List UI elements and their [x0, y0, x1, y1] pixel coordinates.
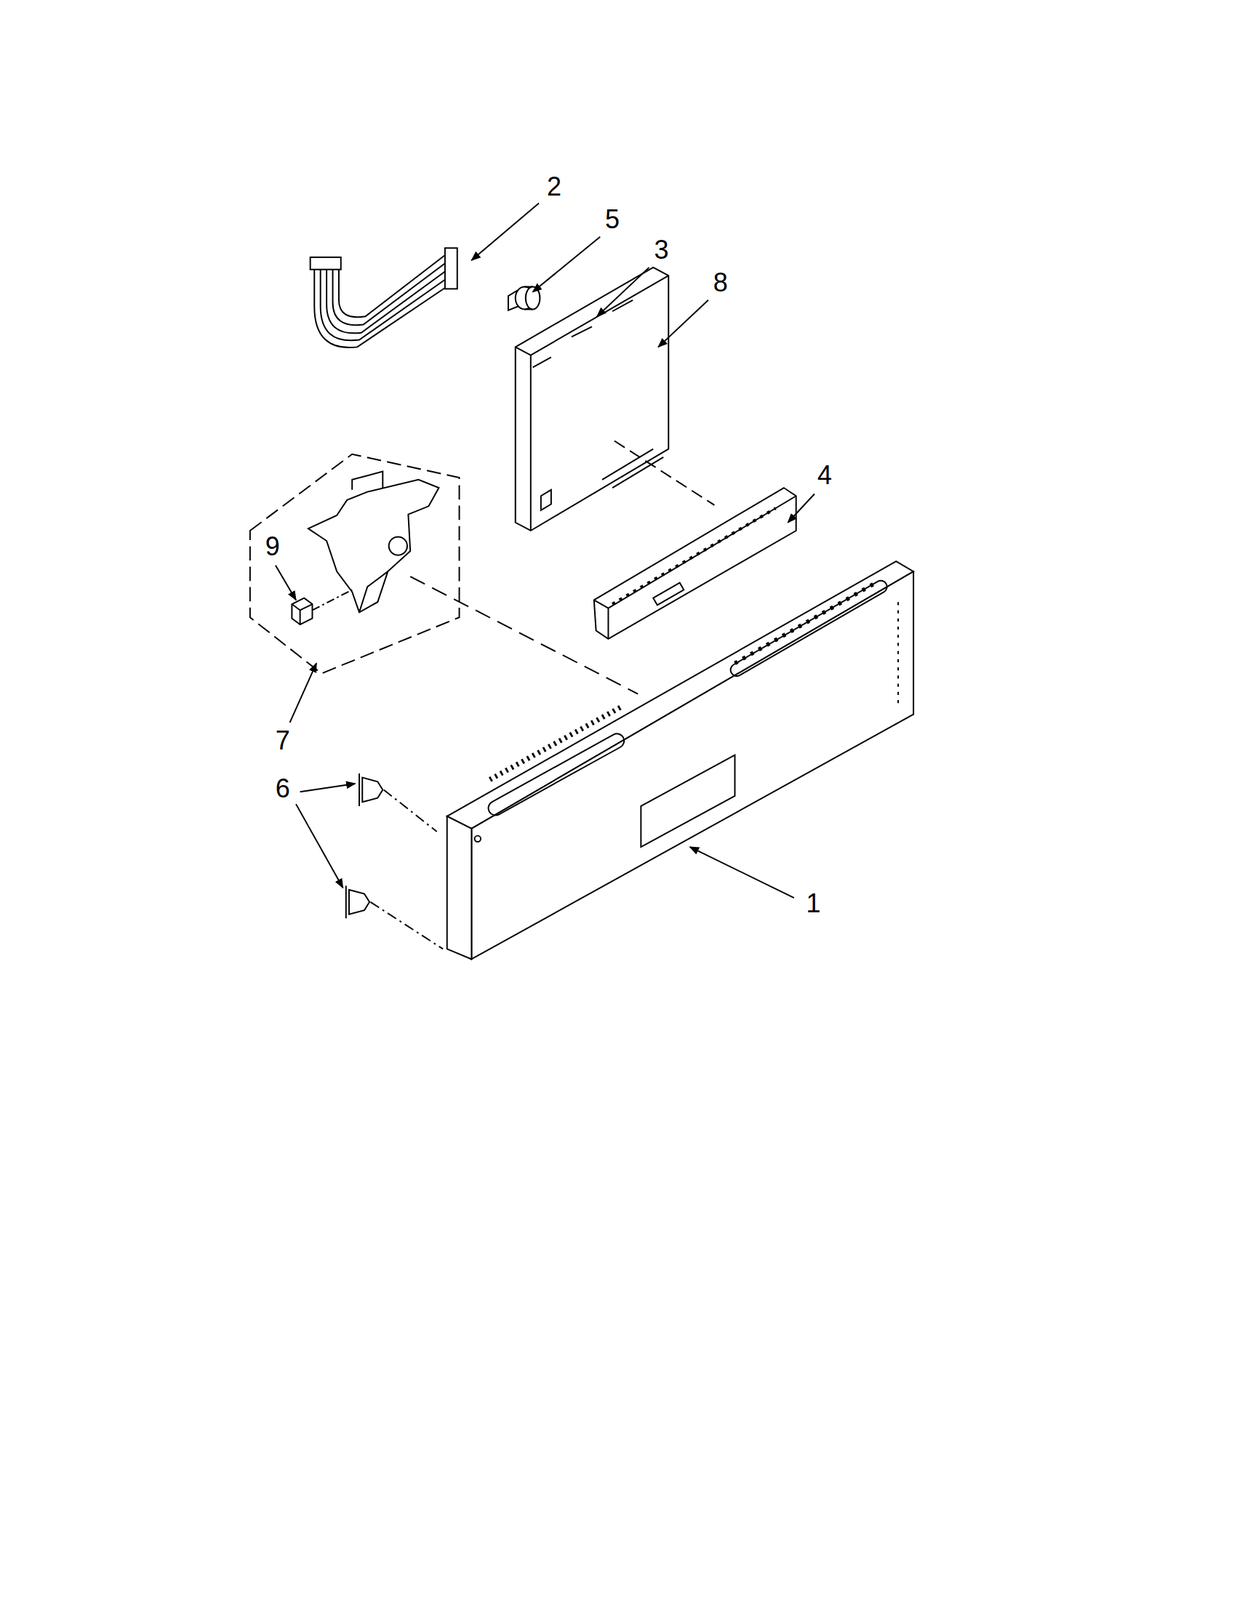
assembly-line — [383, 789, 438, 832]
callout-number: 9 — [265, 533, 280, 560]
assembly-group-outline — [250, 454, 460, 675]
ribbon-cable — [310, 247, 458, 348]
callout-number: 5 — [605, 206, 620, 233]
screw — [359, 773, 383, 807]
callout-number: 1 — [806, 890, 822, 918]
callout-number: 3 — [653, 237, 669, 264]
assembly-line — [311, 589, 352, 611]
console-panel — [447, 561, 914, 960]
callout-number: 6 — [275, 775, 291, 803]
interface-board — [594, 487, 797, 640]
screw — [346, 885, 370, 919]
leader-lines — [275, 202, 815, 899]
bracket-assembly — [308, 471, 440, 614]
callout-number: 8 — [713, 269, 728, 296]
callout-number: 7 — [275, 727, 291, 755]
assembly-line — [614, 440, 715, 505]
callout-number: 2 — [546, 173, 562, 200]
assembly-line — [410, 576, 638, 694]
control-board — [515, 267, 670, 531]
assembly-line — [370, 902, 443, 950]
switch-part — [291, 598, 312, 625]
callout-number: 4 — [817, 462, 832, 489]
